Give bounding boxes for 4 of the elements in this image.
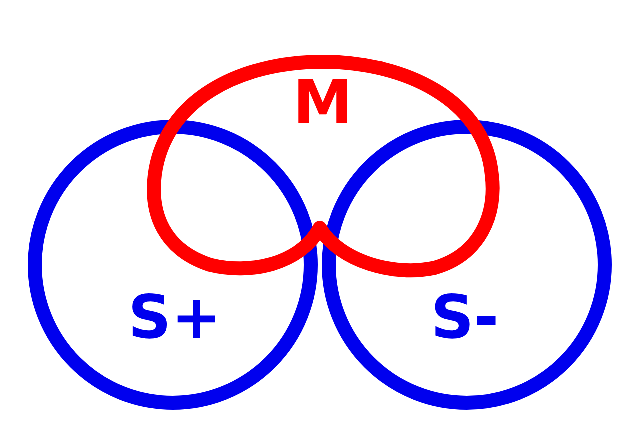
loop-shape bbox=[145, 53, 500, 280]
shape-label: S+ bbox=[128, 288, 222, 348]
shape-label: M bbox=[293, 73, 353, 133]
shape-label: S- bbox=[430, 288, 500, 348]
